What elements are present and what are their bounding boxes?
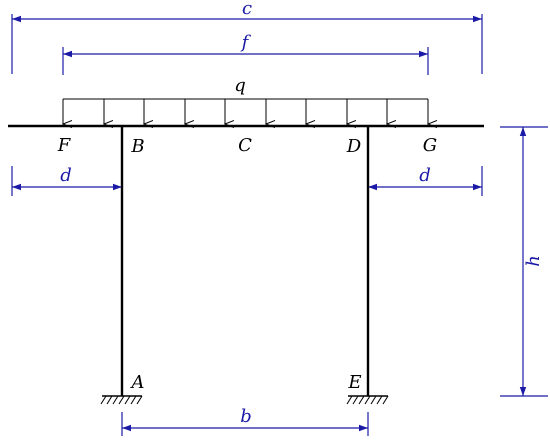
dim-d-right-label: d: [419, 165, 431, 186]
labels: c f d d h b q F B C D G A E: [57, 0, 544, 427]
node-B-label: B: [130, 136, 144, 157]
dim-h-label: h: [523, 255, 544, 267]
fixed-support-A: [100, 395, 143, 405]
dim-d-left-label: d: [60, 165, 72, 186]
fixed-support-E: [346, 395, 389, 405]
distributed-load: [63, 98, 428, 124]
dim-b-label: b: [240, 406, 252, 427]
node-C-label: C: [238, 135, 252, 156]
node-F-label: F: [57, 135, 72, 156]
frame-structure: [8, 124, 484, 396]
node-D-label: D: [346, 136, 362, 157]
node-G-label: G: [423, 135, 437, 156]
node-A-label: A: [130, 372, 145, 393]
load-q-label: q: [234, 75, 246, 96]
dim-c-label: c: [242, 0, 252, 19]
dim-f-label: f: [240, 32, 252, 53]
node-E-label: E: [347, 372, 361, 393]
dimension-lines: [11, 14, 548, 436]
